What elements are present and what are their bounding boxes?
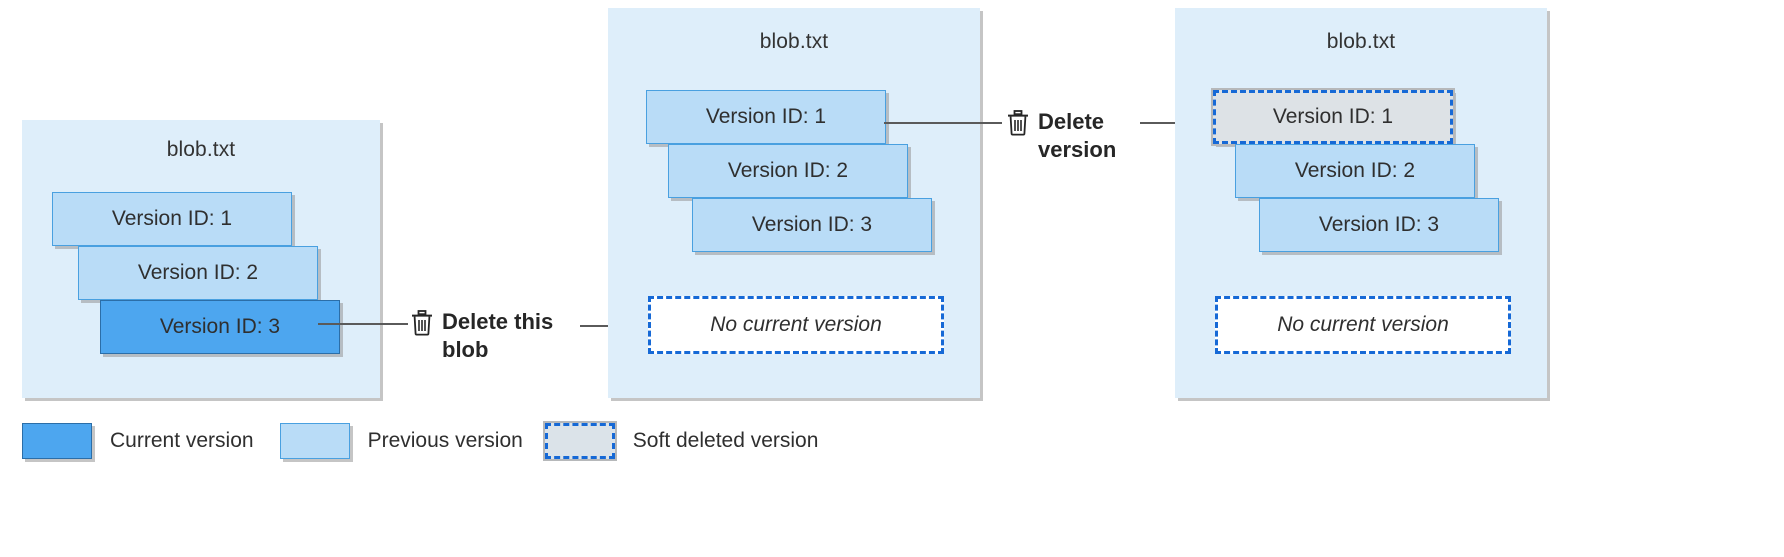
trash-icon: [410, 310, 434, 341]
legend: Current version Previous version Soft de…: [22, 421, 819, 461]
version-card-1[interactable]: Version ID: 1: [646, 90, 886, 144]
no-current-version-box: No current version: [1215, 296, 1511, 354]
legend-swatch-previous-version: [279, 423, 350, 459]
legend-label: Soft deleted version: [632, 429, 819, 452]
legend-item-current-version: Current version: [22, 423, 254, 459]
action-delete-blob: Delete this blob: [410, 308, 580, 364]
connector-line-blob-delete: [318, 318, 408, 330]
panel-title: blob.txt: [759, 30, 829, 53]
panel-before-delete: blob.txt Version ID: 1 Version ID: 2 Ver…: [22, 120, 380, 398]
version-card-label: Version ID: 2: [137, 261, 259, 284]
connector-line-version-delete: [884, 117, 1002, 129]
legend-swatch-soft-deleted-version: [542, 421, 617, 461]
version-card-label: Version ID: 1: [705, 105, 827, 128]
action-label: Delete this blob: [442, 309, 554, 363]
version-card-label: Version ID: 1: [111, 207, 233, 230]
trash-icon: [1006, 110, 1030, 141]
version-card-label: Version ID: 3: [751, 213, 873, 236]
action-label: Delete version: [1038, 109, 1117, 163]
no-current-version-label: No current version: [710, 313, 882, 336]
version-card-2[interactable]: Version ID: 2: [1235, 144, 1475, 198]
panel-after-version-delete: blob.txt Version ID: 1 Version ID: 2 Ver…: [1175, 8, 1547, 398]
version-card-label: Version ID: 2: [1294, 159, 1416, 182]
version-card-1-soft-deleted[interactable]: Version ID: 1: [1211, 88, 1455, 146]
panel-after-blob-delete: blob.txt Version ID: 1 Version ID: 2 Ver…: [608, 8, 980, 398]
legend-item-previous-version: Previous version: [279, 423, 523, 459]
panel-title: blob.txt: [166, 138, 236, 161]
panel-title: blob.txt: [1326, 30, 1396, 53]
action-delete-version: Delete version: [1006, 108, 1156, 164]
no-current-version-box: No current version: [648, 296, 944, 354]
legend-label: Current version: [110, 429, 254, 452]
version-card-2[interactable]: Version ID: 2: [78, 246, 318, 300]
version-card-3-current[interactable]: Version ID: 3: [100, 300, 340, 354]
version-card-label: Version ID: 3: [1318, 213, 1440, 236]
legend-swatch-current-version: [22, 423, 92, 459]
no-current-version-label: No current version: [1277, 313, 1449, 336]
version-card-label: Version ID: 3: [159, 315, 281, 338]
version-card-3[interactable]: Version ID: 3: [692, 198, 932, 252]
version-card-2[interactable]: Version ID: 2: [668, 144, 908, 198]
legend-label: Previous version: [367, 429, 523, 452]
version-card-3[interactable]: Version ID: 3: [1259, 198, 1499, 252]
version-card-label: Version ID: 2: [727, 159, 849, 182]
legend-item-soft-deleted-version: Soft deleted version: [542, 421, 819, 461]
version-card-1[interactable]: Version ID: 1: [52, 192, 292, 246]
version-card-label: Version ID: 1: [1272, 105, 1394, 128]
